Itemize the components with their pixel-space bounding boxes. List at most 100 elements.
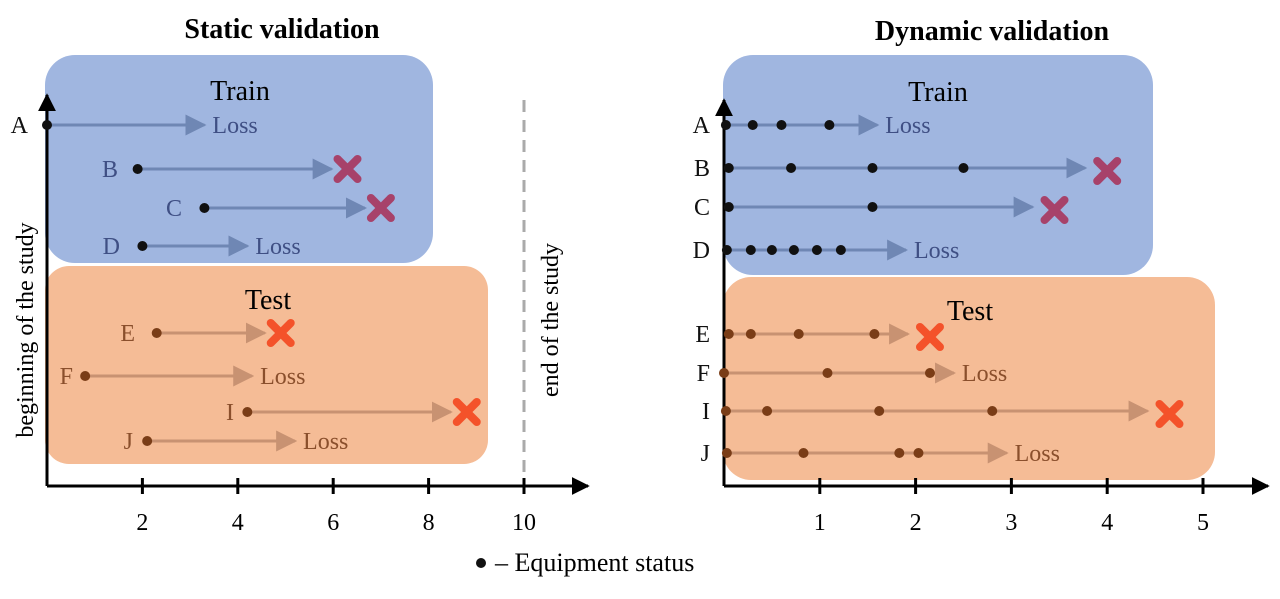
row-label: J (124, 429, 133, 455)
status-dot (867, 163, 878, 173)
row-label: J (701, 441, 710, 467)
failure-cross-icon (266, 319, 295, 347)
dynamic-train-label: Train (908, 77, 968, 108)
row-label: D (693, 238, 710, 264)
status-dot (798, 448, 809, 458)
status-dot (723, 163, 734, 173)
status-dot (788, 245, 799, 255)
row-label: I (226, 400, 234, 426)
x-tick-label: 2 (136, 510, 148, 536)
dynamic-test-box (723, 277, 1215, 480)
static-row-I: I (226, 398, 481, 426)
x-tick-label: 4 (1101, 510, 1113, 536)
dynamic-title: Dynamic validation (875, 16, 1110, 47)
status-dot (835, 245, 846, 255)
status-dot (723, 329, 734, 339)
legend: – Equipment status (476, 548, 694, 577)
loss-label: Loss (212, 113, 257, 139)
status-dot (137, 241, 148, 251)
row-label: I (702, 399, 710, 425)
static-x-ticks: 2 4 6 8 10 (136, 478, 536, 536)
status-dot (42, 120, 52, 130)
dynamic-row-E: E (695, 322, 944, 351)
row-label: A (693, 113, 711, 139)
static-row-D: D Loss (103, 234, 301, 260)
row-label: B (102, 157, 118, 183)
x-tick-label: 2 (910, 510, 922, 536)
status-dot (867, 202, 878, 212)
status-dot (913, 448, 924, 458)
status-dot (822, 368, 833, 378)
dynamic-test-label: Test (947, 296, 993, 327)
failure-cross-icon (915, 323, 944, 351)
dynamic-row-B: B (694, 156, 1122, 185)
static-title: Static validation (184, 14, 380, 45)
loss-label: Loss (255, 234, 300, 260)
status-dot (924, 368, 935, 378)
failure-cross-icon (452, 398, 481, 426)
dynamic-x-ticks: 1 2 3 4 5 (814, 478, 1209, 536)
status-dot (747, 120, 758, 130)
status-dot (719, 368, 729, 378)
x-tick-label: 6 (327, 510, 339, 536)
status-dot (874, 406, 885, 416)
x-tick-label: 10 (512, 510, 536, 536)
failure-cross-icon (333, 155, 362, 183)
loss-label: Loss (962, 361, 1007, 387)
status-dot (151, 328, 162, 338)
legend-text: – Equipment status (494, 548, 694, 577)
failure-cross-icon (366, 194, 395, 222)
row-label: F (697, 361, 710, 387)
failure-cross-icon (1040, 196, 1069, 224)
row-label: B (694, 156, 710, 182)
dynamic-row-A: A Loss (693, 113, 931, 139)
static-row-B: B (102, 155, 362, 183)
loss-label: Loss (303, 429, 348, 455)
status-dot (723, 202, 734, 212)
status-dot (762, 406, 773, 416)
row-label: C (166, 196, 182, 222)
x-tick-label: 8 (423, 510, 435, 536)
loss-label: Loss (260, 364, 305, 390)
failure-cross-icon (1155, 400, 1184, 428)
static-row-C: C (166, 194, 395, 222)
status-dot (745, 329, 756, 339)
status-dot (242, 407, 253, 417)
status-dot (824, 120, 835, 130)
status-dot (811, 245, 822, 255)
static-row-E: E (120, 319, 295, 347)
static-test-box (45, 266, 488, 464)
dynamic-panel: Dynamic validation Train Test 1 2 3 4 5 A Los… (693, 16, 1270, 536)
static-train-box (45, 55, 433, 263)
status-dot (720, 120, 731, 130)
row-label: C (694, 195, 710, 221)
x-tick-label: 4 (232, 510, 244, 536)
status-dot (721, 448, 732, 458)
status-dot (793, 329, 804, 339)
row-label: E (120, 321, 135, 347)
dynamic-row-I: I (702, 399, 1184, 428)
static-row-F: F Loss (60, 364, 306, 390)
status-dot (142, 436, 153, 446)
status-dot (721, 245, 732, 255)
x-tick-label: 3 (1005, 510, 1017, 536)
status-dot (745, 245, 756, 255)
status-dot (766, 245, 777, 255)
row-label: D (103, 234, 120, 260)
row-label: F (60, 364, 73, 390)
x-tick-label: 5 (1197, 510, 1209, 536)
row-label: E (695, 322, 710, 348)
legend-dot (476, 558, 486, 568)
dynamic-row-C: C (694, 195, 1069, 224)
x-tick-label: 1 (814, 510, 826, 536)
loss-label: Loss (885, 113, 930, 139)
beginning-of-study-label: beginning of the study (13, 222, 39, 437)
status-dot (958, 163, 969, 173)
static-train-label: Train (210, 76, 270, 107)
